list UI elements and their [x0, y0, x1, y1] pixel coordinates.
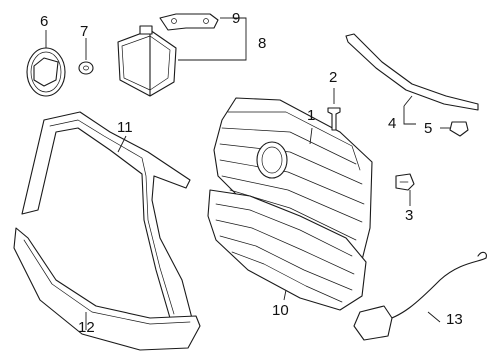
wire-harness-part [353, 251, 487, 341]
screw-part [395, 173, 415, 206]
callout-1: 1 [307, 107, 316, 124]
emblem-part [26, 30, 66, 97]
washer-part [78, 38, 94, 75]
callout-9: 9 [232, 10, 241, 27]
grille-part [213, 97, 373, 261]
callout-4: 4 [388, 115, 397, 132]
clip-part [440, 121, 469, 137]
callout-10: 10 [272, 302, 289, 319]
lower-molding-part [13, 227, 201, 351]
callout-3: 3 [405, 207, 414, 224]
bolt-part [327, 88, 341, 131]
callout-12: 12 [78, 319, 95, 336]
callout-5: 5 [424, 120, 433, 137]
leader-8-9 [178, 17, 247, 61]
callout-8: 8 [258, 35, 267, 52]
callout-7: 7 [80, 23, 89, 40]
bracket-part [159, 13, 219, 31]
strip-molding-part [345, 33, 479, 125]
callout-11: 11 [117, 119, 133, 136]
radar-sensor-part [117, 25, 177, 97]
callout-13: 13 [446, 311, 463, 328]
callout-6: 6 [40, 13, 49, 30]
callout-2: 2 [329, 69, 338, 86]
lower-grille-part [207, 189, 367, 311]
